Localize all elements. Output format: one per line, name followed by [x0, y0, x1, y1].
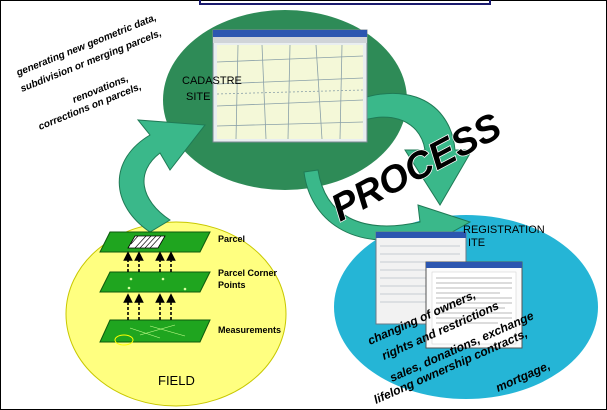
- field-layers-stack: [99, 231, 211, 346]
- top-banner: [199, 0, 491, 5]
- layer-connector-arrows: [123, 251, 176, 320]
- layer-parcel-corner-points: [99, 271, 211, 293]
- field-label: FIELD: [158, 373, 195, 388]
- field-ellipse: [65, 221, 287, 407]
- layer-measurements: [99, 319, 211, 346]
- cadastre-site-label-line1: CADASTRE: [182, 75, 242, 87]
- cadastre-site-label-line2: SITE: [186, 91, 210, 103]
- layer-label-corner-points-line1: Parcel Corner: [218, 268, 278, 278]
- cadastre-map-screenshot: [212, 29, 368, 143]
- layer-parcel: [99, 231, 211, 253]
- layer-label-parcel: Parcel: [218, 234, 245, 244]
- layer-label-measurements: Measurements: [218, 325, 281, 335]
- registration-screenshots: [375, 231, 523, 349]
- field-to-cadastre-arrow: [118, 119, 206, 233]
- registration-site-label-line1: REGISTRATION: [463, 224, 545, 236]
- layer-label-corner-points-line2: Points: [218, 280, 246, 290]
- registration-site-label-line2: ITE: [468, 237, 485, 249]
- cadastre-to-registration-arrow: [339, 92, 473, 206]
